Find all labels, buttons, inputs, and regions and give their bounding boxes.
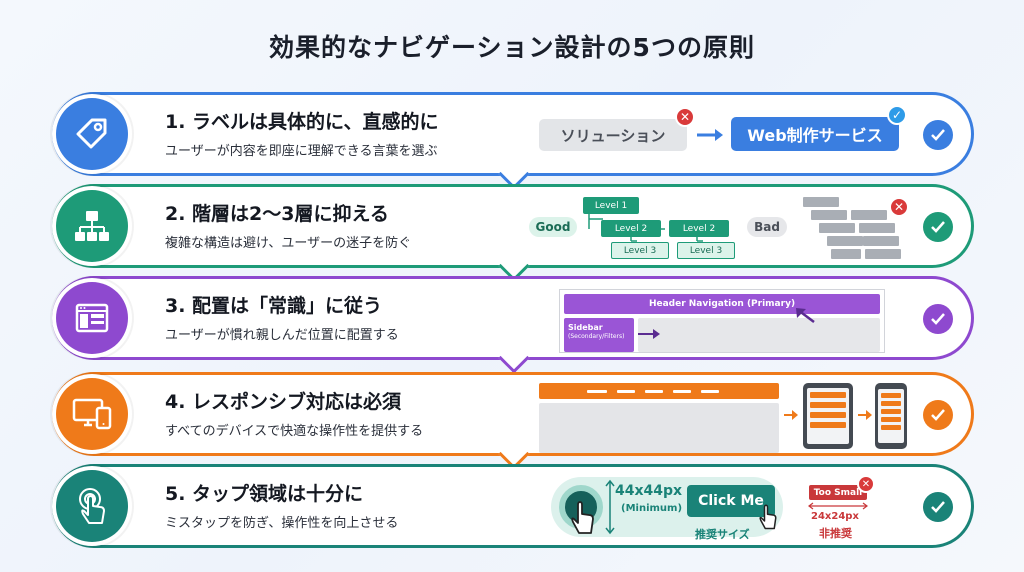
level-3-box: Level 3 (611, 242, 669, 259)
good-tag: Good (529, 217, 577, 237)
hand-pointer-icon (571, 501, 594, 534)
level-2-box: Level 2 (669, 220, 729, 237)
recommended-label: 推奨サイズ (695, 528, 750, 541)
principle-heading: 5. タップ領域は十分に (165, 483, 364, 505)
phone-illustration (875, 383, 907, 449)
check-icon (923, 212, 953, 242)
level-2-box: Level 2 (601, 220, 661, 237)
principle-heading: 4. レスポンシブ対応は必須 (165, 391, 402, 413)
size-label: 44x44px (615, 483, 683, 499)
cross-icon: ✕ (675, 107, 695, 127)
hierarchy-icon (56, 190, 128, 262)
principle-card-placement: 3. 配置は「常識」に従う ユーザーが慣れ親しんだ位置に配置する Header … (52, 276, 974, 374)
dimension-arrow (605, 479, 615, 535)
dimension-arrow (808, 502, 868, 510)
principle-card-responsive: 4. レスポンシブ対応は必須 すべてのデバイスで快適な操作性を提供する (52, 372, 974, 470)
cursor-arrow-icon (796, 308, 815, 323)
bad-label-example: ソリューション (539, 119, 687, 151)
layout-icon (56, 282, 128, 354)
hand-pointer-icon (759, 504, 777, 530)
cross-icon: ✕ (857, 475, 875, 493)
tablet-illustration (803, 383, 853, 449)
arrow-right-icon (697, 129, 723, 141)
check-icon (923, 492, 953, 522)
tap-icon (56, 470, 128, 542)
principle-description: ミスタップを防ぎ、操作性を向上させる (165, 516, 399, 531)
size-sublabel: (Minimum) (621, 503, 683, 514)
principle-description: ユーザーが内容を即座に理解できる言葉を選ぶ (165, 144, 438, 159)
desktop-layout (539, 383, 779, 453)
bad-tag: Bad (747, 217, 787, 237)
good-label-example: Web制作サービス (731, 117, 899, 151)
principle-heading: 1. ラベルは具体的に、直感的に (165, 111, 439, 133)
principle-description: 複雑な構造は避け、ユーザーの迷子を防ぐ (165, 236, 412, 251)
check-badge-icon: ✓ (887, 105, 907, 125)
small-size-label: 24x24px (811, 511, 859, 522)
too-small-button: Too Small (809, 485, 867, 500)
principle-heading: 3. 配置は「常識」に従う (165, 295, 383, 317)
check-icon (923, 304, 953, 334)
arrow-right-icon (638, 329, 660, 339)
principle-card-labels: 1. ラベルは具体的に、直感的に ユーザーが内容を即座に理解できる言葉を選ぶ ソ… (52, 92, 974, 190)
cross-icon: ✕ (889, 197, 909, 217)
arrow-right-icon (784, 410, 798, 420)
tag-icon (56, 98, 128, 170)
devices-icon (56, 378, 128, 450)
level-1-box: Level 1 (583, 197, 639, 214)
principle-description: ユーザーが慣れ親しんだ位置に配置する (165, 328, 399, 343)
click-me-button[interactable]: Click Me (687, 485, 775, 517)
not-recommended-label: 非推奨 (819, 527, 852, 540)
principle-card-tap-area: 5. タップ領域は十分に ミスタップを防ぎ、操作性を向上させる 44x44px … (52, 464, 974, 548)
principle-heading: 2. 階層は2〜3層に抑える (165, 203, 389, 225)
level-3-box: Level 3 (677, 242, 735, 259)
principle-description: すべてのデバイスで快適な操作性を提供する (165, 424, 424, 439)
sidebar-box: Sidebar (Secondary/Filters) (564, 318, 634, 352)
principle-card-hierarchy: 2. 階層は2〜3層に抑える 複雑な構造は避け、ユーザーの迷子を防ぐ Good … (52, 184, 974, 282)
page-title: 効果的なナビゲーション設計の5つの原則 (269, 33, 755, 62)
check-icon (923, 400, 953, 430)
content-area (638, 318, 880, 352)
arrow-right-icon (858, 410, 872, 420)
check-icon (923, 120, 953, 150)
layout-wireframe: Header Navigation (Primary) Sidebar (Sec… (559, 289, 885, 353)
header-navigation-bar: Header Navigation (Primary) (564, 294, 880, 314)
